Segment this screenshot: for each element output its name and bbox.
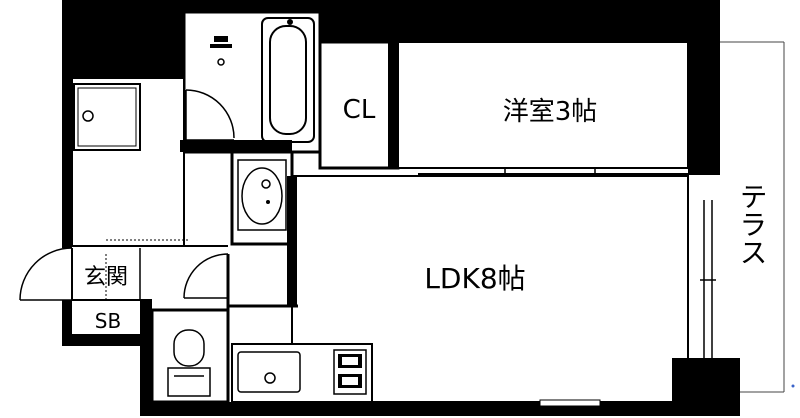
marker-dot [791, 384, 795, 388]
drain-icon [82, 110, 94, 122]
western-room [397, 41, 713, 176]
ldk-label: LDK8帖 [424, 262, 525, 295]
shoe-box-label: SB [95, 309, 121, 333]
toilet [150, 308, 230, 404]
ldk-room [228, 175, 716, 407]
terrace [720, 41, 795, 393]
closet [318, 40, 422, 170]
terrace-label: テラス [736, 182, 769, 266]
corridor [19, 239, 230, 306]
closet-label: CL [343, 95, 376, 125]
washing-machine-area [71, 77, 292, 247]
western-room-label: 洋室3帖 [503, 97, 598, 127]
entrance-label: 玄関 [84, 265, 128, 290]
wash-basin [230, 150, 294, 246]
kitchen [226, 306, 373, 403]
bathroom [182, 10, 322, 154]
